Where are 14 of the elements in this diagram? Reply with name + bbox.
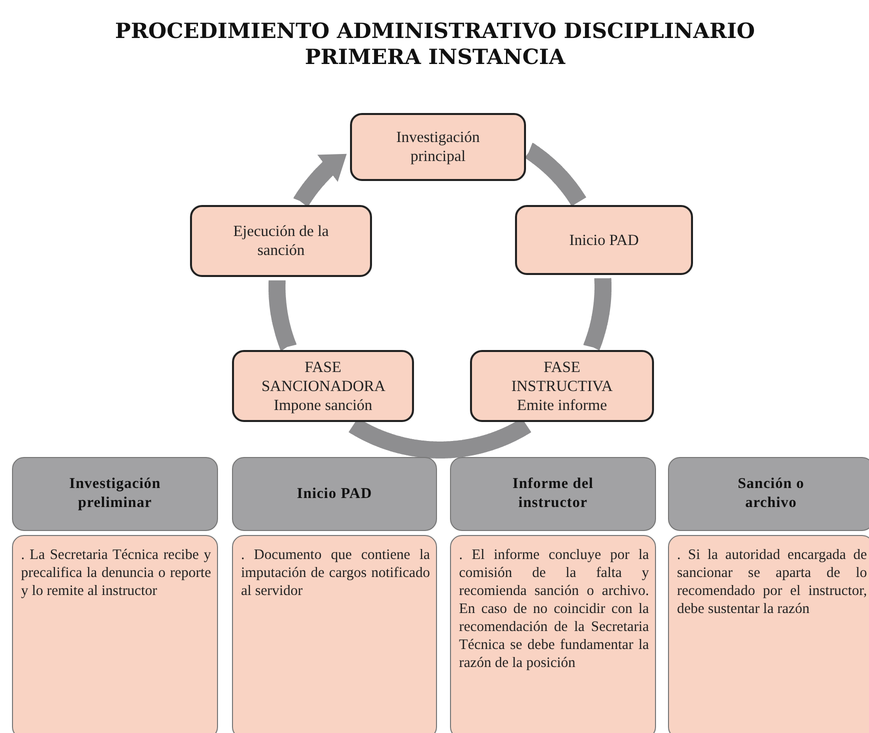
description-text: . Documento que contiene la imputación de cargos notificado al servidor [241, 546, 430, 600]
title: PROCEDIMIENTO ADMINISTRATIVO DISCIPLINARIO PRIMERA INSTANCIA [114, 18, 756, 70]
step-box: FASE SANCIONADORA Impone sanción [232, 350, 414, 422]
header-text: Informe del instructor [512, 475, 594, 513]
header-text: Investigación preliminar [68, 475, 162, 513]
header-text: Inicio PAD [296, 484, 374, 504]
description-text: . El informe concluye por la comisión de la falta y recomienda sanción o archivo. En caso de no coincidir con la recomendación de la Secretaria Técnica se debe fundamentar la razón de la posición [459, 546, 649, 672]
header-text: Sanción o archivo [736, 475, 806, 513]
step-box: Investigación principal [350, 113, 526, 181]
description-text: . La Secretaria Técnica recibe y precalifica la denuncia o reporte y lo remite al instructor [21, 546, 211, 600]
step-box: Inicio PAD [515, 205, 693, 275]
step-box: FASE INSTRUCTIVA Emite informe [470, 350, 654, 422]
description-text: . Si la autoridad encargada de sancionar se aparta de lo recomendado por el instructor, debe sustentar la razón [677, 546, 867, 618]
step-box: Ejecución de la sanción [190, 205, 372, 277]
